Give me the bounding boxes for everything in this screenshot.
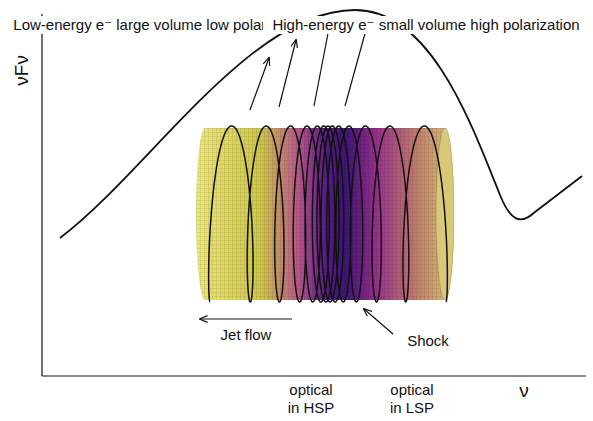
x-axis xyxy=(42,375,586,376)
axis-annotation: optical in HSP xyxy=(285,381,337,417)
axis-annotation: optical in LSP xyxy=(387,381,437,417)
axis-label: ν xyxy=(516,380,532,403)
annotation: Shock xyxy=(404,332,452,350)
jet-flow-arrow xyxy=(200,318,292,319)
helix-field xyxy=(209,126,448,302)
annotation: High-energy e⁻ small volume high polariz… xyxy=(263,16,589,34)
y-axis xyxy=(41,14,42,376)
helix-line xyxy=(209,126,448,302)
axis-label: νFν xyxy=(11,51,34,88)
shock-leader xyxy=(364,309,393,334)
annotation: Jet flow xyxy=(218,326,275,344)
